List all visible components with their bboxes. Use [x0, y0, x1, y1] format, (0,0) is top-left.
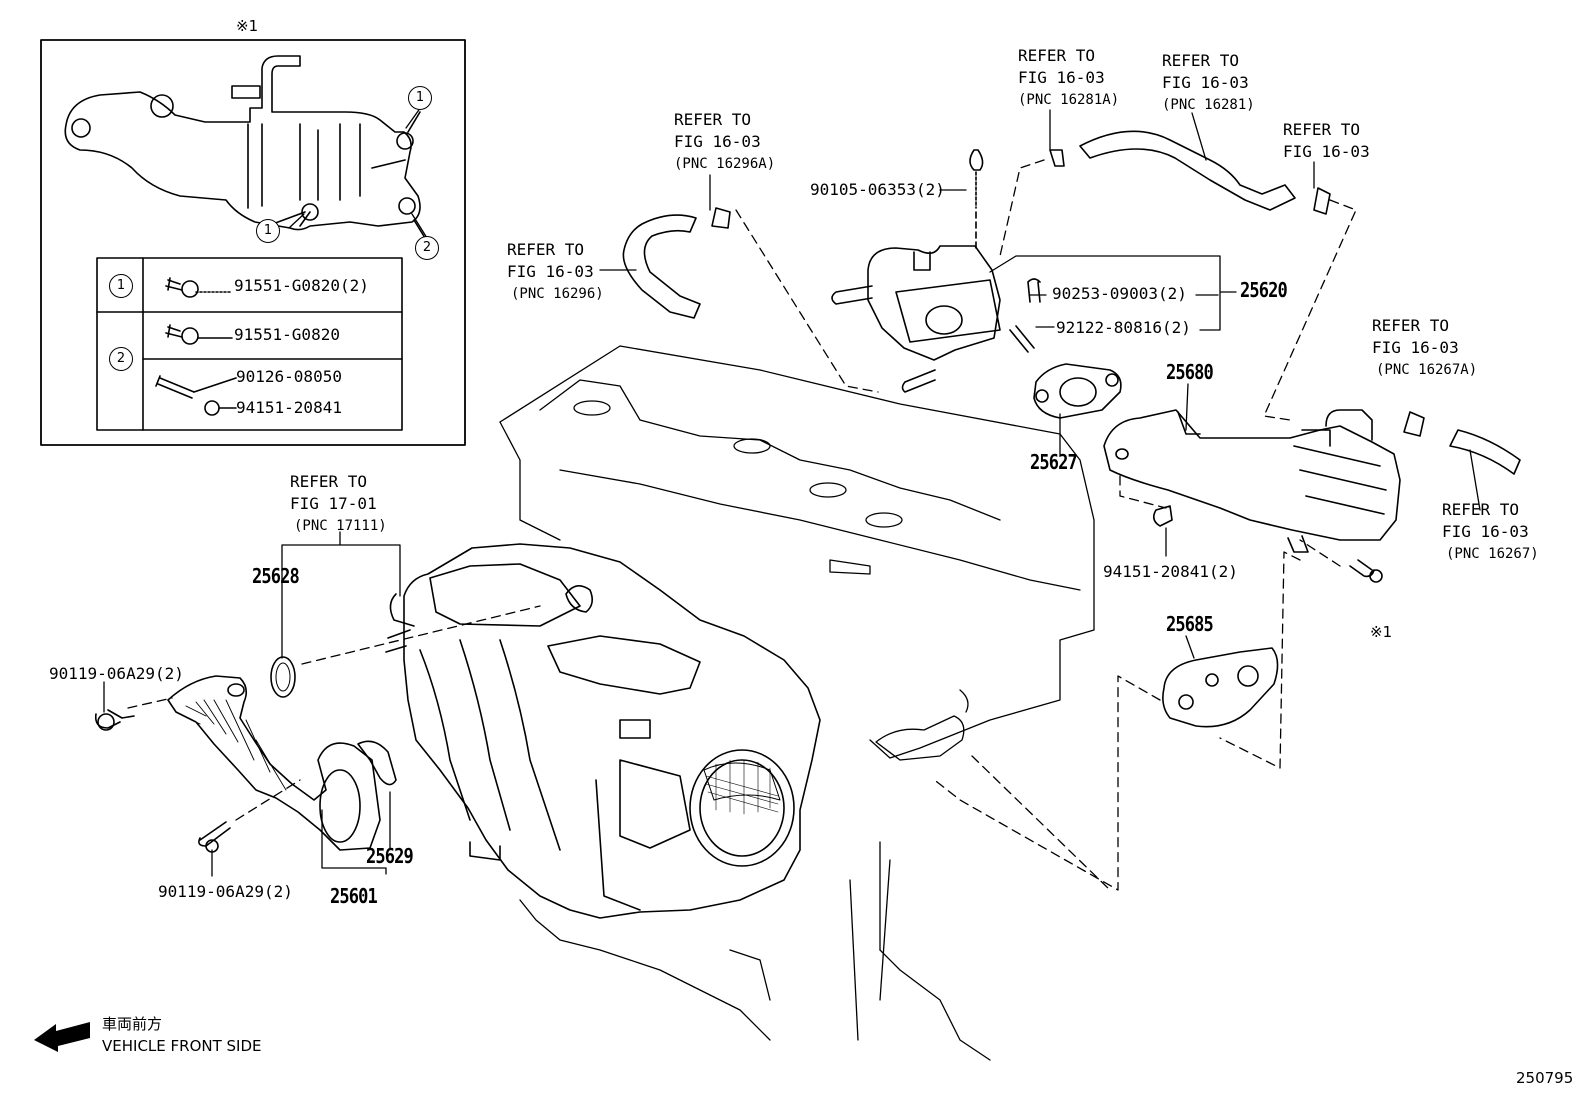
intake-manifold-drawing [385, 543, 821, 919]
dashed-guide-lines [127, 159, 1357, 891]
part-94151-20841: 94151-20841(2) [1103, 562, 1238, 581]
callout-circle-1a: 1 [408, 86, 432, 110]
table-fastener-icons [155, 277, 237, 416]
part-25628: 25628 [252, 564, 300, 588]
vehicle-front-arrow-icon [34, 1022, 90, 1052]
gasket-25685-drawing [1162, 647, 1279, 728]
egr-pipe-drawing [94, 675, 397, 853]
leader-lines [103, 106, 1481, 877]
ref-16267a-line2: FIG 16-03 [1372, 338, 1459, 357]
part-25601: 25601 [330, 884, 378, 908]
part-25627: 25627 [1030, 450, 1078, 474]
table-part-91551-g0820: 91551-G0820 [234, 325, 340, 344]
ref-16281a-line1: REFER TO [1018, 46, 1096, 65]
table-part-91551-g0820-2: 91551-G0820(2) [234, 276, 369, 295]
bolt-drawing [1152, 505, 1383, 583]
ring-25628-drawing [270, 656, 296, 698]
table-key-2: 2 [109, 347, 133, 371]
part-25620: 25620 [1240, 278, 1288, 302]
ref-16281-line2: FIG 16-03 [1162, 73, 1249, 92]
ref-17111-line3: (PNC 17111) [294, 518, 387, 534]
egr-cooler-drawing [1103, 409, 1401, 553]
ref-17111-line1: REFER TO [290, 472, 368, 491]
ref-16267a-line3: (PNC 16267A) [1376, 362, 1478, 378]
ref-16296a-line1: REFER TO [674, 110, 752, 129]
ref-1603-line2: FIG 16-03 [1283, 142, 1370, 161]
figure-id: 250795 [1516, 1069, 1574, 1087]
part-90105-06353: 90105-06353(2) [810, 180, 945, 199]
inset-table [96, 257, 403, 431]
engine-outline-drawing [499, 345, 1095, 1061]
mark-1-right: ※1 [1370, 623, 1393, 641]
ref-16296-line3: (PNC 16296) [511, 286, 604, 302]
part-90253-09003: 90253-09003(2) [1052, 284, 1187, 303]
ref-16267-line3: (PNC 16267) [1446, 546, 1539, 562]
part-90119-06a29-lower: 90119-06A29(2) [158, 882, 293, 901]
vehicle-front-jp: 車両前方 [102, 1015, 163, 1033]
callout-circle-1b: 1 [256, 219, 280, 243]
table-key-1: 1 [109, 274, 133, 298]
gasket-25627-drawing [1033, 363, 1122, 419]
ref-16267a-line1: REFER TO [1372, 316, 1450, 335]
ref-16281-line1: REFER TO [1162, 51, 1240, 70]
ref-16296a-line3: (PNC 16296A) [674, 156, 776, 172]
ref-16281a-line3: (PNC 16281A) [1018, 92, 1120, 108]
ref-16296-line2: FIG 16-03 [507, 262, 594, 281]
part-90119-06a29-upper: 90119-06A29(2) [49, 664, 184, 683]
inset-egr-cooler-drawing [64, 55, 426, 239]
ref-16267-line1: REFER TO [1442, 500, 1520, 519]
inset-frame [40, 39, 466, 446]
callout-circle-2: 2 [415, 236, 439, 260]
hose-drawings [622, 130, 1521, 475]
ref-16281a-line2: FIG 16-03 [1018, 68, 1105, 87]
inset-mark: ※1 [236, 17, 259, 35]
part-25629: 25629 [366, 844, 414, 868]
ref-16267-line2: FIG 16-03 [1442, 522, 1529, 541]
ref-16281-line3: (PNC 16281) [1162, 97, 1255, 113]
part-25680: 25680 [1166, 360, 1214, 384]
table-part-94151-20841: 94151-20841 [236, 398, 342, 417]
part-25685: 25685 [1166, 612, 1214, 636]
table-part-90126-08050: 90126-08050 [236, 367, 342, 386]
ref-17111-line2: FIG 17-01 [290, 494, 377, 513]
part-92122-80816: 92122-80816(2) [1056, 318, 1191, 337]
ref-16296a-line2: FIG 16-03 [674, 132, 761, 151]
egr-valve-drawing [831, 149, 1041, 393]
vehicle-front-en: VEHICLE FRONT SIDE [102, 1037, 262, 1055]
ref-1603-line1: REFER TO [1283, 120, 1361, 139]
ref-16296-line1: REFER TO [507, 240, 585, 259]
